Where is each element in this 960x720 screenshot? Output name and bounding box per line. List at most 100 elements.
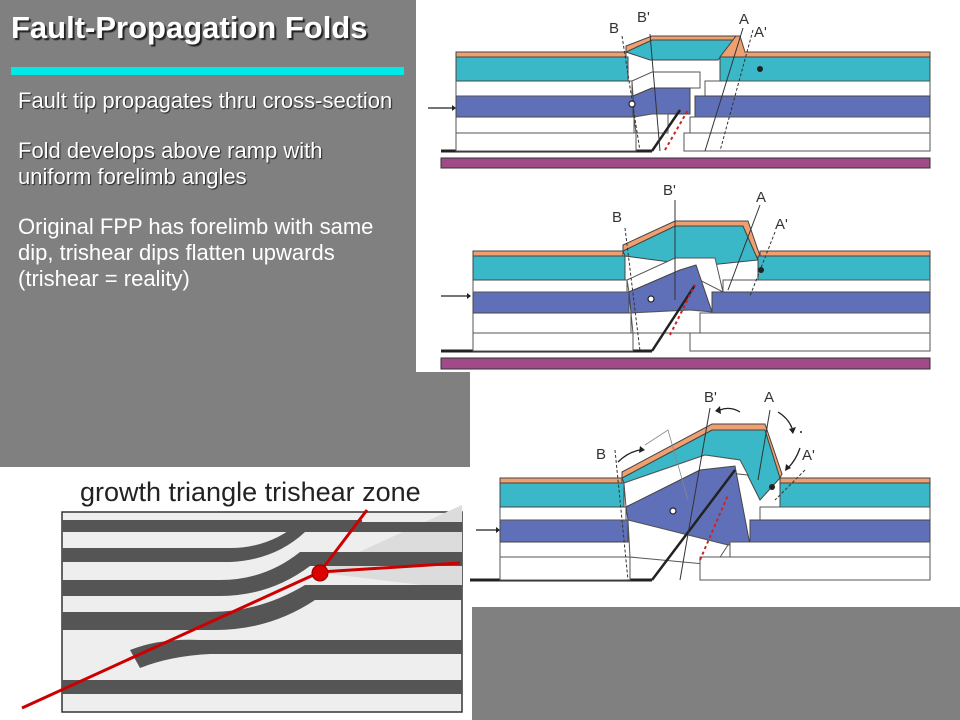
title-underline [11, 67, 404, 75]
axial-surface-a [757, 409, 771, 481]
white-layer [759, 506, 931, 521]
teal-layer [757, 255, 931, 281]
label-a: A [739, 11, 749, 28]
label-a: A [764, 389, 774, 406]
orange-layer [455, 51, 627, 58]
white-layer [499, 506, 627, 521]
arrow-head-icon [639, 446, 645, 453]
marker-filled-circle [757, 66, 763, 72]
label-a-prime: A' [754, 24, 767, 41]
fault-ramp [650, 109, 682, 152]
fault-ramp [650, 284, 697, 352]
marker-dot [800, 431, 802, 433]
trishear-boundary-lower [319, 561, 461, 574]
bullet-fold-develops: Fold develops above ramp with uniform fo… [18, 138, 323, 189]
label-b: B [612, 209, 622, 226]
white-layer [499, 541, 631, 558]
orange-layer [779, 477, 931, 484]
blue-layer [749, 519, 931, 543]
trishear-sketch: growth triangle trishear zone [21, 477, 463, 713]
axial-surface-b [614, 449, 629, 581]
blue-layer [455, 95, 634, 118]
sketch-caption: growth triangle trishear zone [80, 477, 421, 507]
label-b-prime: B' [637, 9, 650, 26]
white-layer [689, 116, 931, 134]
blue-layer [632, 87, 691, 118]
axial-surface-b-prime [649, 33, 661, 152]
fault-tip-marker [311, 564, 329, 582]
bullet-fault-tip: Fault tip propagates thru cross-section [18, 88, 393, 113]
axial-surface-a-prime [749, 231, 776, 297]
orange-layer [472, 250, 624, 257]
teal-layer [455, 56, 629, 82]
marker-open-circle [628, 100, 636, 108]
orange-layer [759, 250, 931, 257]
axial-surface-a [727, 204, 761, 291]
blue-layer [472, 291, 630, 314]
white-layer [472, 279, 628, 293]
arrow-head-icon [452, 105, 456, 111]
label-a-prime: A' [775, 216, 788, 233]
dark-bed [62, 680, 462, 694]
rotation-arrow-icon [777, 411, 793, 429]
construction-line [644, 429, 689, 501]
white-layer [699, 312, 931, 334]
marker-filled-circle [758, 267, 764, 273]
axial-surface-b [621, 35, 641, 152]
arrow-head-icon [467, 293, 471, 299]
dark-bed [62, 585, 462, 630]
blue-layer [711, 291, 931, 314]
marker-open-circle [669, 507, 677, 515]
label-b-prime: B' [663, 182, 676, 199]
arrow-head-icon [785, 464, 791, 471]
teal-layer [779, 482, 931, 508]
white-layer [499, 556, 631, 581]
white-layer [699, 556, 931, 581]
basement-layer [440, 157, 931, 169]
bullet-original-fpp: Original FPP has forelimb with same dip,… [18, 214, 374, 291]
white-layer [455, 80, 633, 97]
teal-layer [499, 482, 625, 508]
fold-diagram-1: B B' A A' [428, 9, 931, 169]
rotation-arrow-icon [719, 407, 741, 413]
white-layer [633, 113, 669, 134]
teal-layer [719, 56, 931, 82]
white-layer [683, 132, 931, 152]
fault-trace [664, 109, 689, 151]
dark-bed [130, 639, 462, 668]
bullet-list: Fault tip propagates thru cross-section … [18, 88, 398, 316]
fold-diagram-3: B B' A A' [470, 389, 931, 582]
orange-layer [718, 35, 931, 58]
label-a-prime: A' [802, 447, 815, 464]
label-a: A [756, 189, 766, 206]
basement-layer [440, 357, 931, 370]
teal-layer [472, 255, 626, 281]
white-layer [455, 116, 635, 134]
slide-title: Fault-Propagation Folds [11, 10, 368, 45]
blue-layer [499, 519, 629, 543]
arrow-head-icon [715, 406, 721, 414]
fold-diagram-2: B B' A A' [440, 182, 931, 370]
marker-filled-circle [769, 484, 775, 490]
axial-surface-a-prime [774, 469, 806, 501]
orange-layer [499, 477, 623, 484]
rotation-arrow-icon [787, 447, 801, 469]
fault-line [21, 570, 321, 710]
label-b-prime: B' [704, 389, 717, 406]
white-layer [472, 312, 632, 334]
label-b: B [609, 20, 619, 37]
rotation-arrow-icon [617, 449, 641, 463]
axial-surface-b [624, 227, 641, 352]
label-b: B [596, 446, 606, 463]
axial-surface-a [704, 27, 744, 152]
axial-surface-a-prime [719, 29, 754, 152]
white-layer [472, 332, 634, 352]
white-layer [689, 332, 931, 352]
axial-surface-b-prime [679, 407, 711, 581]
marker-open-circle [647, 295, 655, 303]
trishear-boundary-upper [318, 509, 369, 573]
white-layer [455, 132, 637, 152]
dark-bed [62, 520, 362, 532]
